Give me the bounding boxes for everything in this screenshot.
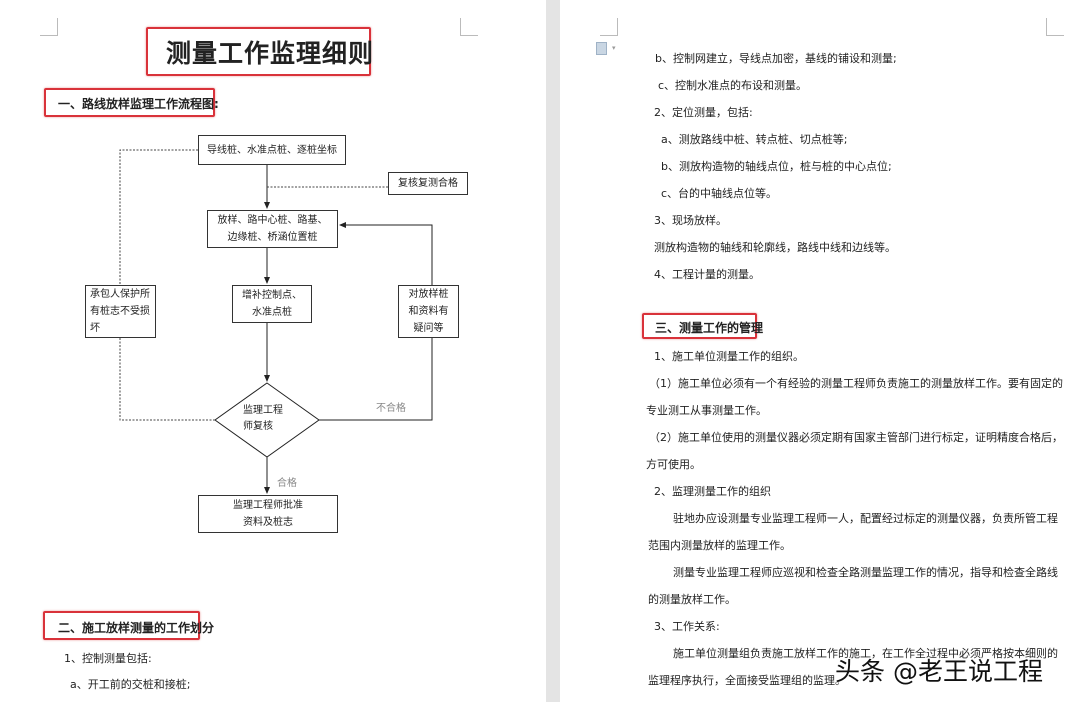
text-line: 3、现场放样。 <box>654 214 727 227</box>
page-gutter <box>546 0 560 702</box>
document-title: 测量工作监理细则 <box>166 39 375 68</box>
text-line: a、开工前的交桩和接桩; <box>70 678 191 691</box>
text-line: 1、控制测量包括: <box>64 652 152 665</box>
margin-corner <box>460 18 478 36</box>
text-line: 范围内测量放样的监理工作。 <box>648 539 791 552</box>
margin-corner <box>40 18 58 36</box>
section3-highlight <box>642 313 757 339</box>
text-line: 的测量放样工作。 <box>648 593 736 606</box>
text-line: 4、工程计量的测量。 <box>654 268 760 281</box>
text-line: 驻地办应设测量专业监理工程师一人，配置经过标定的测量仪器，负责所管工程 <box>673 512 1058 525</box>
flow-box-contractor: 承包人保护所有桩志不受损坏 <box>85 285 156 338</box>
left-page: 测量工作监理细则 一、路线放样监理工作流程图: 导线桩、水准点桩、逐桩坐标 复核… <box>40 18 478 691</box>
margin-corner <box>600 18 618 36</box>
text-line: 3、工作关系: <box>654 620 720 633</box>
text-line: 专业测工从事测量工作。 <box>646 404 767 417</box>
text-line: 2、监理测量工作的组织 <box>654 485 771 498</box>
text-line: c、台的中轴线点位等。 <box>661 187 778 200</box>
text-line: c、控制水准点的布设和测量。 <box>658 79 808 92</box>
flow-box-doubt: 对放样桩和资料有疑问等 <box>398 285 459 338</box>
text-line: b、测放构造物的轴线点位，桩与桩的中心点位; <box>661 160 892 173</box>
section3-heading: 三、测量工作的管理 <box>655 321 764 335</box>
text-line: 测放构造物的轴线和轮廓线，路线中线和边线等。 <box>654 241 896 254</box>
text-line: 施工单位测量组负责施工放样工作的施工，在工作全过程中必须严格按本细则的 <box>673 647 1058 660</box>
flow-box-supplement: 增补控制点、水准点桩 <box>232 285 312 323</box>
flow-box-stakeout: 放样、路中心桩、路基、边缘桩、桥涵位置桩 <box>207 210 338 248</box>
chevron-down-icon[interactable]: ▾ <box>612 44 616 52</box>
text-line: 测量专业监理工程师应巡视和检查全路测量监理工作的情况，指导和检查全路线 <box>673 566 1058 579</box>
text-line: b、控制网建立，导线点加密，基线的铺设和测量; <box>655 52 897 65</box>
section2-highlight <box>43 611 200 640</box>
text-line: 2、定位测量，包括: <box>654 106 753 119</box>
title-highlight <box>146 27 371 76</box>
right-page: ▾ <box>560 0 1080 702</box>
text-line: （1）施工单位必须有一个有经验的测量工程师负责施工的测量放样工作。要有固定的 <box>649 377 1063 390</box>
text-line: 方可使用。 <box>646 458 701 471</box>
section1-heading: 一、路线放样监理工作流程图: <box>58 97 219 111</box>
flow-box-recheck: 复核复测合格 <box>388 172 468 195</box>
text-line: 1、施工单位测量工作的组织。 <box>654 350 804 363</box>
flowchart-connectors <box>119 149 433 494</box>
margin-corner <box>1046 18 1064 36</box>
text-line: a、测放路线中桩、转点桩、切点桩等; <box>661 133 848 146</box>
watermark: 头条 @老王说工程 <box>835 657 1043 686</box>
text-line: 监理程序执行，全面接受监理组的监理。 <box>648 674 846 687</box>
section2-heading: 二、施工放样测量的工作划分 <box>58 621 215 635</box>
section1-highlight <box>44 88 215 117</box>
text-line: （2）施工单位使用的测量仪器必须定期有国家主管部门进行标定，证明精度合格后， <box>649 431 1063 444</box>
flow-decision: 监理工程师复核 <box>243 405 283 432</box>
flow-box-approve: 监理工程师批准资料及桩志 <box>198 495 338 533</box>
flow-box-start: 导线桩、水准点桩、逐桩坐标 <box>198 135 346 165</box>
flow-label-pass: 合格 <box>277 478 297 489</box>
flow-label-fail: 不合格 <box>376 403 406 414</box>
document-icon[interactable] <box>596 42 607 55</box>
